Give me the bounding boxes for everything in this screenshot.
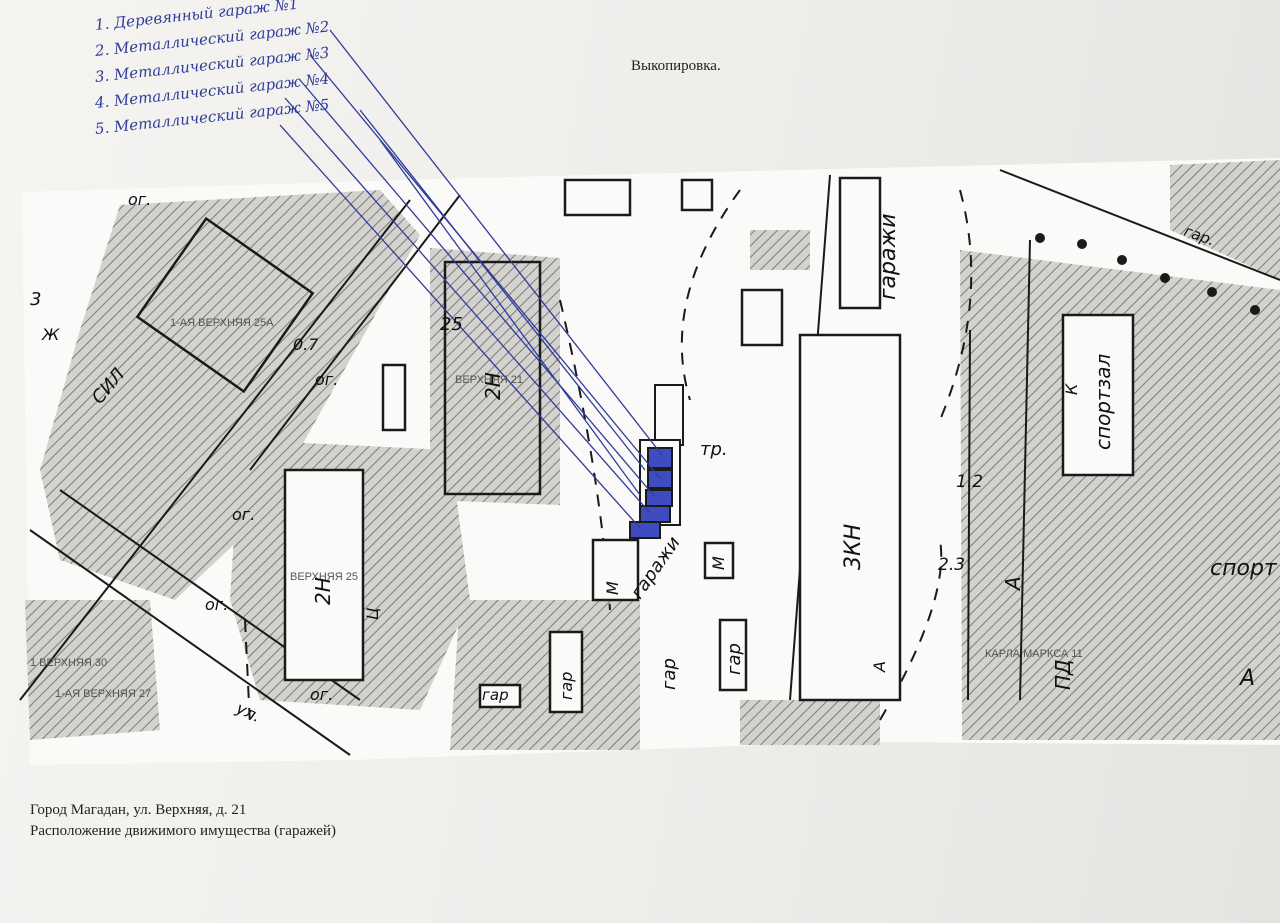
garage-block — [629, 384, 684, 539]
map-label: ог. — [315, 370, 338, 389]
map-label: гаражи — [876, 213, 901, 300]
map-label: гар — [724, 643, 745, 675]
map-label: тр. — [700, 439, 728, 460]
map-label: гар — [557, 672, 576, 700]
map-label: Ц — [363, 608, 382, 620]
address-label: 1-АЯ ВЕРХНЯЯ 25А — [170, 317, 274, 329]
address-label: ВЕРХНЯЯ 21 — [455, 374, 523, 386]
map-label: 3КН — [841, 524, 866, 570]
hatched-area — [740, 700, 880, 745]
map-label: М — [709, 556, 728, 570]
buildings — [135, 176, 1135, 714]
garage-5 — [629, 521, 661, 539]
page-title: Выкопировка. — [631, 58, 721, 74]
map-label: 3 — [30, 289, 41, 310]
address-label: 1-АЯ ВЕРХНЯЯ 27 — [55, 688, 151, 700]
map-label: М — [603, 581, 622, 595]
map-label: 2.3 — [938, 555, 965, 575]
map-label: 25 — [440, 314, 463, 335]
hatched-area — [25, 600, 160, 740]
map-label: спортзал — [1091, 353, 1115, 450]
map-label: гар — [482, 686, 509, 704]
map-label: ог. — [128, 190, 151, 209]
map-label: ПД — [1051, 659, 1075, 690]
hatched-area — [450, 600, 640, 750]
map-label: Ж — [41, 325, 60, 344]
hatched-area — [40, 190, 420, 600]
map-label: А — [1238, 666, 1255, 691]
map-label: 2Н — [481, 372, 505, 400]
garage-1 — [647, 447, 673, 469]
map-label: ог. — [232, 505, 255, 524]
map-label: К — [1062, 383, 1081, 395]
fence-posts — [1035, 233, 1260, 315]
caption-line: Город Магадан, ул. Верхняя, д. 21 — [30, 802, 247, 818]
map-label: 0.7 — [293, 335, 319, 354]
map-label: А — [1001, 576, 1025, 592]
garage-2 — [647, 469, 673, 489]
map-label: ог. — [310, 685, 333, 704]
hatched-area — [430, 248, 560, 505]
address-label: КАРЛА МАРКСА 11 — [985, 648, 1083, 660]
address-label: ВЕРХНЯЯ 25 — [290, 571, 358, 583]
hatched-area — [750, 230, 810, 270]
address-label: 1 ВЕРХНЯЯ 30 — [30, 657, 107, 669]
map-label: ог. — [205, 595, 228, 614]
map-label: А — [870, 661, 889, 673]
map-label: гар — [659, 658, 680, 690]
garage-3 — [645, 489, 673, 507]
map-label: 2Н — [311, 577, 335, 605]
hatched-area — [1170, 160, 1280, 280]
map-label: спорт пл — [1210, 556, 1280, 581]
hatched-area — [960, 250, 1280, 740]
map-label: 1.2 — [956, 472, 983, 492]
garage-4 — [639, 505, 671, 523]
caption-line: Расположение движимого имущества (гараже… — [30, 823, 336, 839]
legend-arrows — [279, 29, 663, 529]
caption: Город Магадан, ул. Верхняя, д. 21 Распол… — [30, 800, 336, 842]
road-lines — [19, 169, 1280, 756]
